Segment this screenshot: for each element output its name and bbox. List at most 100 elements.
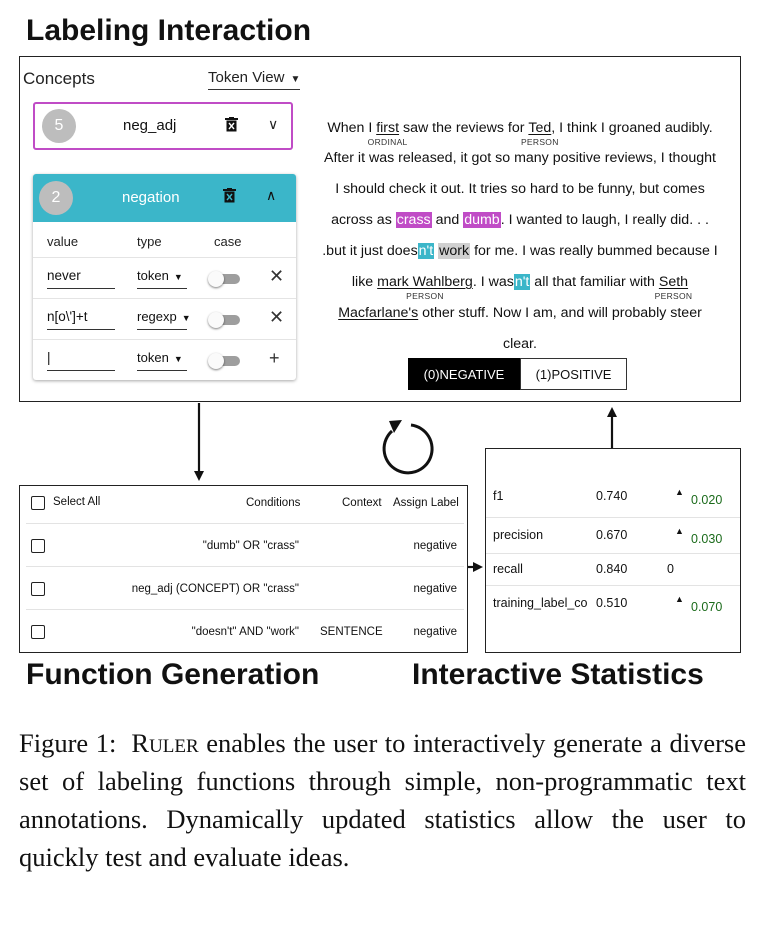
caret-down-icon: ▼ xyxy=(181,313,191,323)
type-select[interactable]: token▼ xyxy=(137,268,187,289)
value-input[interactable]: never xyxy=(47,268,115,289)
concept-card-negation: 2 negation ∧ value type case never token… xyxy=(33,174,296,380)
token-view-label: Token View xyxy=(208,69,285,86)
select-all-checkbox[interactable] xyxy=(31,496,45,510)
value-input[interactable]: n[o\']+t xyxy=(47,309,115,330)
selected-highlight[interactable]: work xyxy=(438,243,471,259)
concepts-title: Concepts xyxy=(23,69,95,88)
text-span: and xyxy=(431,212,464,228)
entity-text: Ted xyxy=(528,120,552,136)
concept-highlight[interactable]: crass xyxy=(395,212,432,228)
entity-tag: PERSON xyxy=(654,291,693,301)
remove-icon[interactable]: ✕ xyxy=(269,307,285,327)
text-line: clear. xyxy=(503,336,537,352)
chevron-down-icon[interactable]: ∨ xyxy=(268,116,279,132)
text-span: saw the reviews for xyxy=(399,120,529,136)
select-all-label: Select All xyxy=(53,496,101,508)
trash-icon[interactable] xyxy=(223,188,236,203)
function-checkbox[interactable] xyxy=(31,625,45,639)
type-label: token xyxy=(137,350,169,365)
statistics-panel: f1 0.740 ▲ 0.020 precision 0.670 ▲ 0.030… xyxy=(485,448,741,653)
divider xyxy=(486,585,740,586)
type-select[interactable]: token ▼ xyxy=(137,350,187,371)
stat-delta: 0.030 xyxy=(691,532,723,546)
flow-arrows xyxy=(194,403,617,572)
stat-name: precision xyxy=(493,528,544,542)
function-generation-heading: Function Generation xyxy=(26,658,320,691)
chevron-up-icon[interactable]: ∧ xyxy=(266,187,277,203)
entity-text: Seth xyxy=(658,274,689,290)
stat-value: 0.740 xyxy=(596,489,628,503)
text-line: .but it just doesn't work for me. I was … xyxy=(300,243,740,259)
negation-highlight[interactable]: n't xyxy=(513,274,531,290)
function-context: SENTENCE xyxy=(320,626,383,638)
function-checkbox[interactable] xyxy=(31,539,45,553)
divider xyxy=(486,553,740,554)
entity-span[interactable]: Macfarlane's xyxy=(338,305,418,321)
type-label: regexp xyxy=(137,309,177,324)
figure-caption: Figure 1: Ruler enables the user to inte… xyxy=(19,724,746,876)
entity-text: mark Wahlberg xyxy=(377,274,473,290)
caption-text: enables the user to interactively genera… xyxy=(19,728,746,872)
remove-icon[interactable]: ✕ xyxy=(269,266,285,286)
case-toggle[interactable] xyxy=(208,353,242,369)
text-span: all that familiar with xyxy=(530,274,659,290)
concept-card-header[interactable]: 2 negation ∧ xyxy=(33,174,296,222)
caret-down-icon: ▼ xyxy=(173,272,183,282)
entity-text: first xyxy=(376,120,400,136)
token-view-dropdown[interactable]: Token View ▼ xyxy=(208,69,301,90)
text-span: . I wanted to laugh, I really did. . . xyxy=(500,212,709,228)
interactive-statistics-heading: Interactive Statistics xyxy=(412,658,704,691)
text-span: . I was xyxy=(472,274,514,290)
concept-name: neg_adj xyxy=(123,117,177,134)
concept-count-badge: 5 xyxy=(42,109,76,143)
stat-value: 0.510 xyxy=(596,596,628,610)
function-label: negative xyxy=(413,540,457,552)
divider xyxy=(26,566,464,567)
stat-delta: 0.070 xyxy=(691,600,723,614)
trash-icon[interactable] xyxy=(225,117,238,132)
entity-text: Macfarlane's xyxy=(338,305,419,321)
assign-label-header: Assign Label xyxy=(393,497,459,509)
concept-highlight[interactable]: dumb xyxy=(463,212,501,228)
rule-row: n[o\']+t regexp ▼ ✕ xyxy=(33,298,296,339)
add-icon[interactable]: + xyxy=(269,348,280,368)
entity-tag: ORDINAL xyxy=(367,137,408,147)
caret-down-icon: ▼ xyxy=(290,74,301,85)
text-span: , I think I groaned audibly. xyxy=(551,120,713,136)
divider xyxy=(26,523,464,524)
positive-label-button[interactable]: (1)POSITIVE xyxy=(520,358,627,390)
column-header-value: value xyxy=(47,234,79,249)
function-conditions: "doesn't" AND "work" xyxy=(191,626,299,638)
negation-highlight[interactable]: n't xyxy=(417,243,435,259)
text-line: Macfarlane's other stuff. Now I am, and … xyxy=(300,305,740,321)
text-line: I should check it out. It tries so hard … xyxy=(335,181,705,197)
caret-down-icon: ▼ xyxy=(173,354,183,364)
case-toggle[interactable] xyxy=(208,271,242,287)
refresh-icon xyxy=(382,420,434,475)
increase-icon: ▲ xyxy=(675,526,684,536)
value-input[interactable]: | xyxy=(47,350,115,371)
text-span: .but it just does xyxy=(322,243,418,259)
function-checkbox[interactable] xyxy=(31,582,45,596)
type-select[interactable]: regexp ▼ xyxy=(137,309,191,330)
text-line: across as crass and dumb. I wanted to la… xyxy=(300,212,740,228)
function-conditions: neg_adj (CONCEPT) OR "crass" xyxy=(131,583,299,595)
concept-card-neg-adj[interactable]: 5 neg_adj ∨ xyxy=(33,102,293,150)
context-header: Context xyxy=(342,497,382,509)
conditions-header: Conditions xyxy=(246,497,301,509)
text-span: across as xyxy=(331,212,396,228)
increase-icon: ▲ xyxy=(675,487,684,497)
column-header-type: type xyxy=(137,234,162,249)
negative-label-button[interactable]: (0)NEGATIVE xyxy=(408,358,520,390)
concept-name: negation xyxy=(122,189,180,206)
case-toggle[interactable] xyxy=(208,312,242,328)
rule-row: | token ▼ + xyxy=(33,339,296,380)
stat-delta: 0 xyxy=(667,562,674,576)
